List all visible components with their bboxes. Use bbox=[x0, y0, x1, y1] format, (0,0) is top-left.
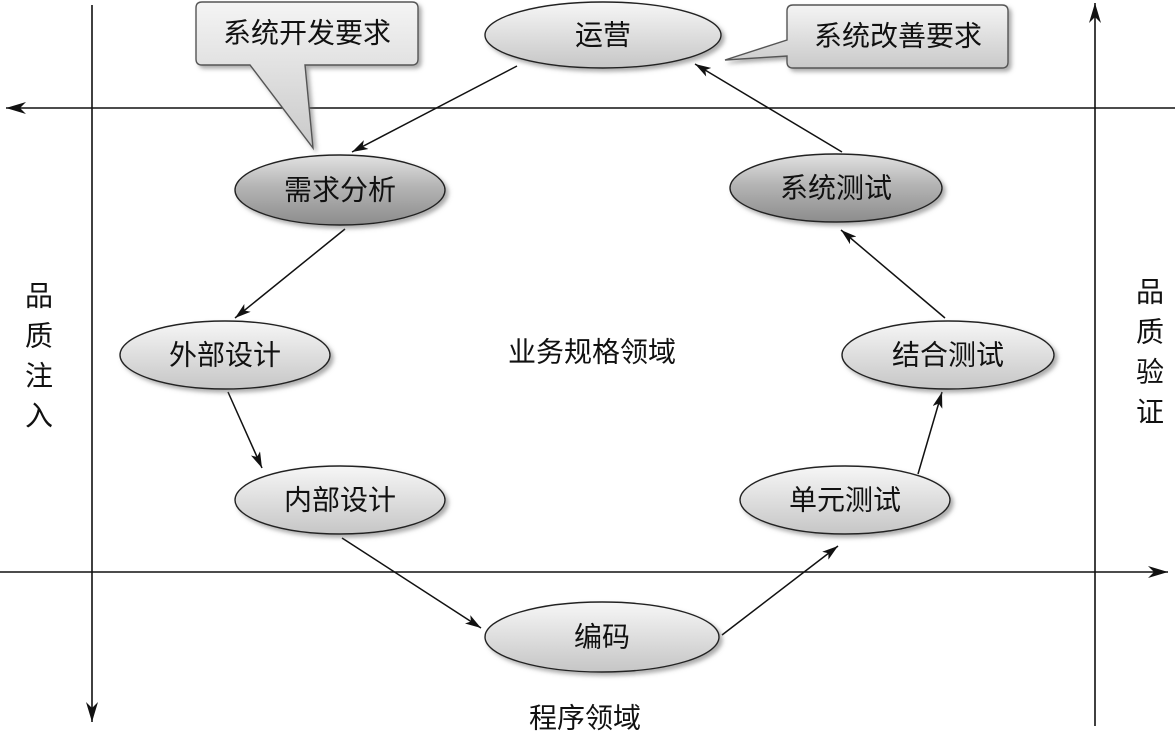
node-coding-label: 编码 bbox=[574, 621, 630, 654]
node-integration-test-label: 结合测试 bbox=[892, 339, 1004, 372]
arrow-internal-design-to-coding bbox=[341, 537, 482, 629]
node-external-design-label: 外部设计 bbox=[169, 339, 281, 372]
node-unit-test: 单元测试 bbox=[739, 465, 951, 535]
quality-verification-label: 品质验证 bbox=[1132, 277, 1165, 437]
node-operation-label: 运营 bbox=[575, 19, 631, 52]
node-system-test-label: 系统测试 bbox=[780, 172, 892, 205]
node-internal-design: 内部设计 bbox=[234, 465, 446, 535]
arrow-system-test-to-operation bbox=[694, 63, 843, 153]
node-unit-test-label: 单元测试 bbox=[789, 484, 901, 517]
node-coding: 编码 bbox=[484, 601, 720, 673]
arrow-operation-to-requirements bbox=[351, 65, 518, 153]
node-external-design: 外部设计 bbox=[119, 320, 331, 390]
arrow-external-to-internal-design bbox=[227, 391, 263, 469]
node-system-test: 系统测试 bbox=[729, 153, 943, 223]
node-internal-design-label: 内部设计 bbox=[284, 484, 396, 517]
node-requirements-analysis: 需求分析 bbox=[234, 154, 446, 226]
callout-dev-requirements: 系统开发要求 bbox=[195, 1, 419, 151]
callout-improvement-requirements: 系统改善要求 bbox=[724, 4, 1009, 69]
node-requirements-analysis-label: 需求分析 bbox=[284, 174, 396, 207]
callout-dev-requirements-text: 系统开发要求 bbox=[223, 17, 391, 50]
region-business-spec-label: 业务规格领域 bbox=[508, 336, 676, 369]
arrow-integration-to-system-test bbox=[840, 229, 946, 319]
arrow-requirements-to-external-design bbox=[234, 228, 346, 319]
callout-improvement-requirements-text: 系统改善要求 bbox=[814, 20, 982, 53]
node-operation: 运营 bbox=[484, 1, 722, 69]
arrow-unit-to-integration-test bbox=[917, 391, 943, 475]
node-integration-test: 结合测试 bbox=[841, 320, 1055, 390]
arrow-coding-to-unit-test bbox=[721, 545, 839, 636]
quality-injection-label: 品质注入 bbox=[21, 281, 54, 441]
region-program-label: 程序领域 bbox=[529, 702, 641, 735]
